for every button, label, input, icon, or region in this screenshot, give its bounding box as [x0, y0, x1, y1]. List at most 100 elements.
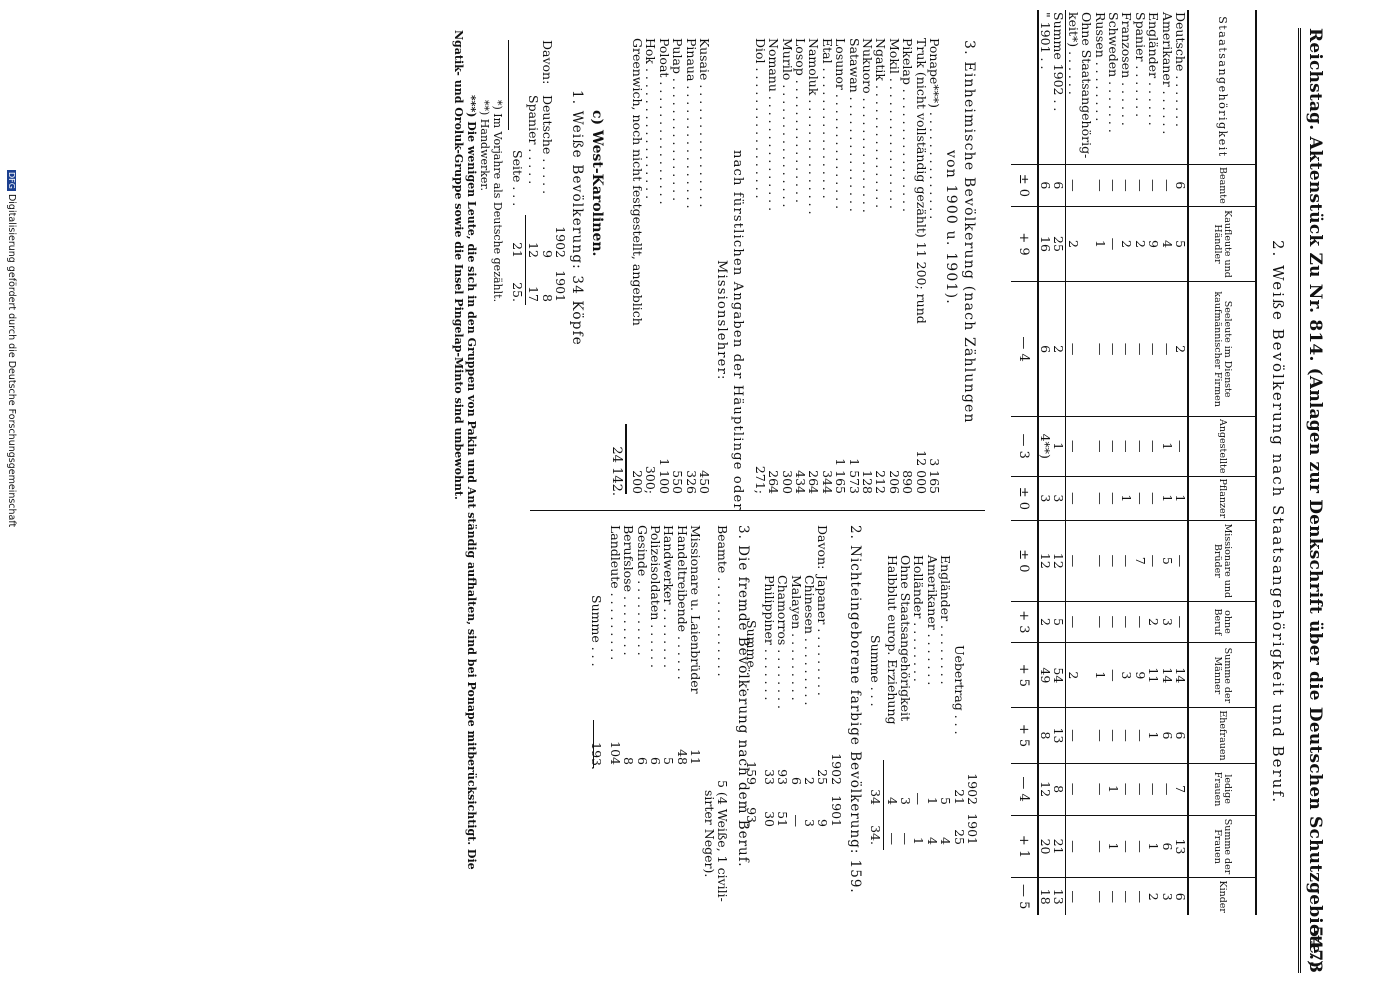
footnote-1: *) Im Vorjahre als Deutsche gezählt.: [491, 100, 504, 303]
list-item: Losop . . . . . . . . . . . . . . . .434: [793, 38, 808, 498]
year-1902: 1902: [965, 773, 980, 805]
s3-list: Ponape***) . . . . . . . . . . . . . .3 …: [753, 38, 942, 498]
table-header-10: ledige Frauen: [1188, 763, 1256, 816]
item-label: Murilo . . . . . . . . . . . . . . . .: [779, 38, 795, 208]
table-cell: —: [1119, 815, 1134, 878]
table-cell: [1079, 281, 1094, 417]
item-a: 4: [884, 797, 900, 805]
table-cell: —: [1119, 520, 1134, 601]
table-cell: 2: [1066, 642, 1081, 708]
table-cell: —: [1093, 281, 1108, 417]
list-item: Poloat . . . . . . . . . . . . . . . .1 …: [656, 38, 672, 498]
item-label: Handeltreibende . . . . . .: [674, 525, 690, 680]
table-cell: —: [1119, 416, 1134, 476]
table-cell: [1079, 601, 1094, 643]
column-divider: [530, 510, 985, 511]
diff-cell: + 5: [1010, 707, 1038, 764]
table-cell: 3: [1037, 476, 1053, 521]
table-cell: 12: [1037, 520, 1053, 601]
section-2-title: 2. Weiße Bevölkerung nach Staatsangehöri…: [1269, 240, 1287, 805]
table-cell: 13: [1051, 877, 1066, 915]
table-header-6: Missionare und Brüder: [1188, 520, 1256, 601]
list-item: Hok . . . . . . . . . . . . . . . . .300…: [643, 38, 658, 498]
footnote-rule: [508, 40, 509, 130]
footnote-2: **) Handwerker.: [478, 100, 491, 191]
table-cell: —: [1106, 281, 1121, 417]
header-title: Reichstag. Aktenstück Zu Nr. 814. (Anlag…: [1305, 28, 1325, 969]
list-item: Greenwich, noch nicht festgestellt, ange…: [630, 38, 646, 498]
table-cell: [1079, 164, 1094, 207]
s4-title: c) West-Karolinen.: [589, 110, 605, 257]
table-cell: 1: [1160, 476, 1175, 521]
list-item: Landleute . . . . . . . . .104: [607, 525, 623, 955]
item-label: Satawan . . . . . . . . . . . . . . .: [846, 38, 862, 212]
year-1902: 1902: [828, 753, 844, 785]
item-value: 1 100: [656, 458, 672, 494]
dfg-logo: DFG: [7, 170, 16, 191]
footnote-4: Ngatik- und Oroluk-Gruppe sowie die Inse…: [452, 30, 465, 500]
table-cell: —: [1160, 164, 1175, 207]
table-cell: —: [1146, 416, 1161, 476]
table-cell: 5: [1173, 206, 1188, 282]
table-cell: 6: [1160, 815, 1175, 878]
item-a: 9: [539, 250, 555, 258]
table-cell: —: [1066, 164, 1081, 207]
table-cell: —: [1160, 763, 1175, 816]
item-value: 1 165: [833, 458, 849, 494]
list-item: Namoluk . . . . . . . . . . . . . . .264: [806, 38, 821, 498]
item-b: 51: [775, 811, 791, 827]
item-label: Greenwich, noch nicht festgestellt, ange…: [630, 38, 646, 326]
item-label: Holländer . . . . . . . .: [911, 555, 927, 682]
table-cell: —: [1133, 601, 1148, 643]
table-cell: —: [1106, 601, 1121, 643]
list-item: Satawan . . . . . . . . . . . . . . .1 5…: [846, 38, 862, 498]
diff-cell: — 5: [1010, 877, 1038, 915]
list-item: Nukuoro . . . . . . . . . . . . . . .128: [860, 38, 875, 498]
table-cell: 5: [1160, 520, 1175, 601]
table-header-7: ohne Beruf: [1188, 601, 1256, 643]
table-cell: —: [1093, 416, 1108, 476]
row-label: Franzosen . . . . . .: [1119, 10, 1134, 165]
item-value: 8: [621, 757, 637, 765]
summe-a: 34: [868, 789, 884, 805]
item-b: —: [898, 832, 914, 846]
list-item: Ngatik . . . . . . . . . . . . . . . .21…: [873, 38, 888, 498]
table-cell: 9: [1146, 206, 1161, 282]
seite-rule: [524, 215, 526, 305]
table-cell: —: [1093, 763, 1108, 816]
item-label: Landleute . . . . . . . . .: [607, 525, 623, 661]
table-cell: —: [1093, 520, 1108, 601]
list-item: Ponape***) . . . . . . . . . . . . . .3 …: [927, 38, 942, 498]
row-label: Ohne Staatsangehörig-: [1079, 10, 1094, 165]
list-item: Nomanu . . . . . . . . . . . . . . .264: [766, 38, 782, 498]
s3-title-1: 3. Einheimische Bevölkerung (nach Zählun…: [961, 40, 977, 424]
table-cell: —: [1066, 763, 1081, 816]
item-value: 890: [900, 470, 916, 494]
summe-row: Summe . . .193.: [589, 525, 604, 955]
year-1902: 1902: [553, 226, 568, 258]
item-a: —: [911, 792, 927, 806]
summe-b: 34.: [868, 825, 884, 845]
row-label: Russen . . . . . . . .: [1093, 10, 1108, 165]
item-label: Nomanu . . . . . . . . . . . . . . .: [766, 38, 782, 212]
row-label: keit*) . . . . . .: [1066, 10, 1081, 165]
diff-cell: ± 0: [1010, 476, 1038, 521]
list-item: Polizeisoldaten . . . . . .6: [648, 525, 663, 955]
table-cell: 3: [1051, 476, 1066, 521]
summe-rule: [883, 760, 885, 850]
table-cell: [1079, 642, 1094, 708]
table-cell: 1: [1093, 206, 1108, 282]
item-label: Deutsche . . . . .: [539, 95, 555, 195]
table-cell: —: [1066, 476, 1081, 521]
table-cell: —: [1119, 707, 1134, 764]
